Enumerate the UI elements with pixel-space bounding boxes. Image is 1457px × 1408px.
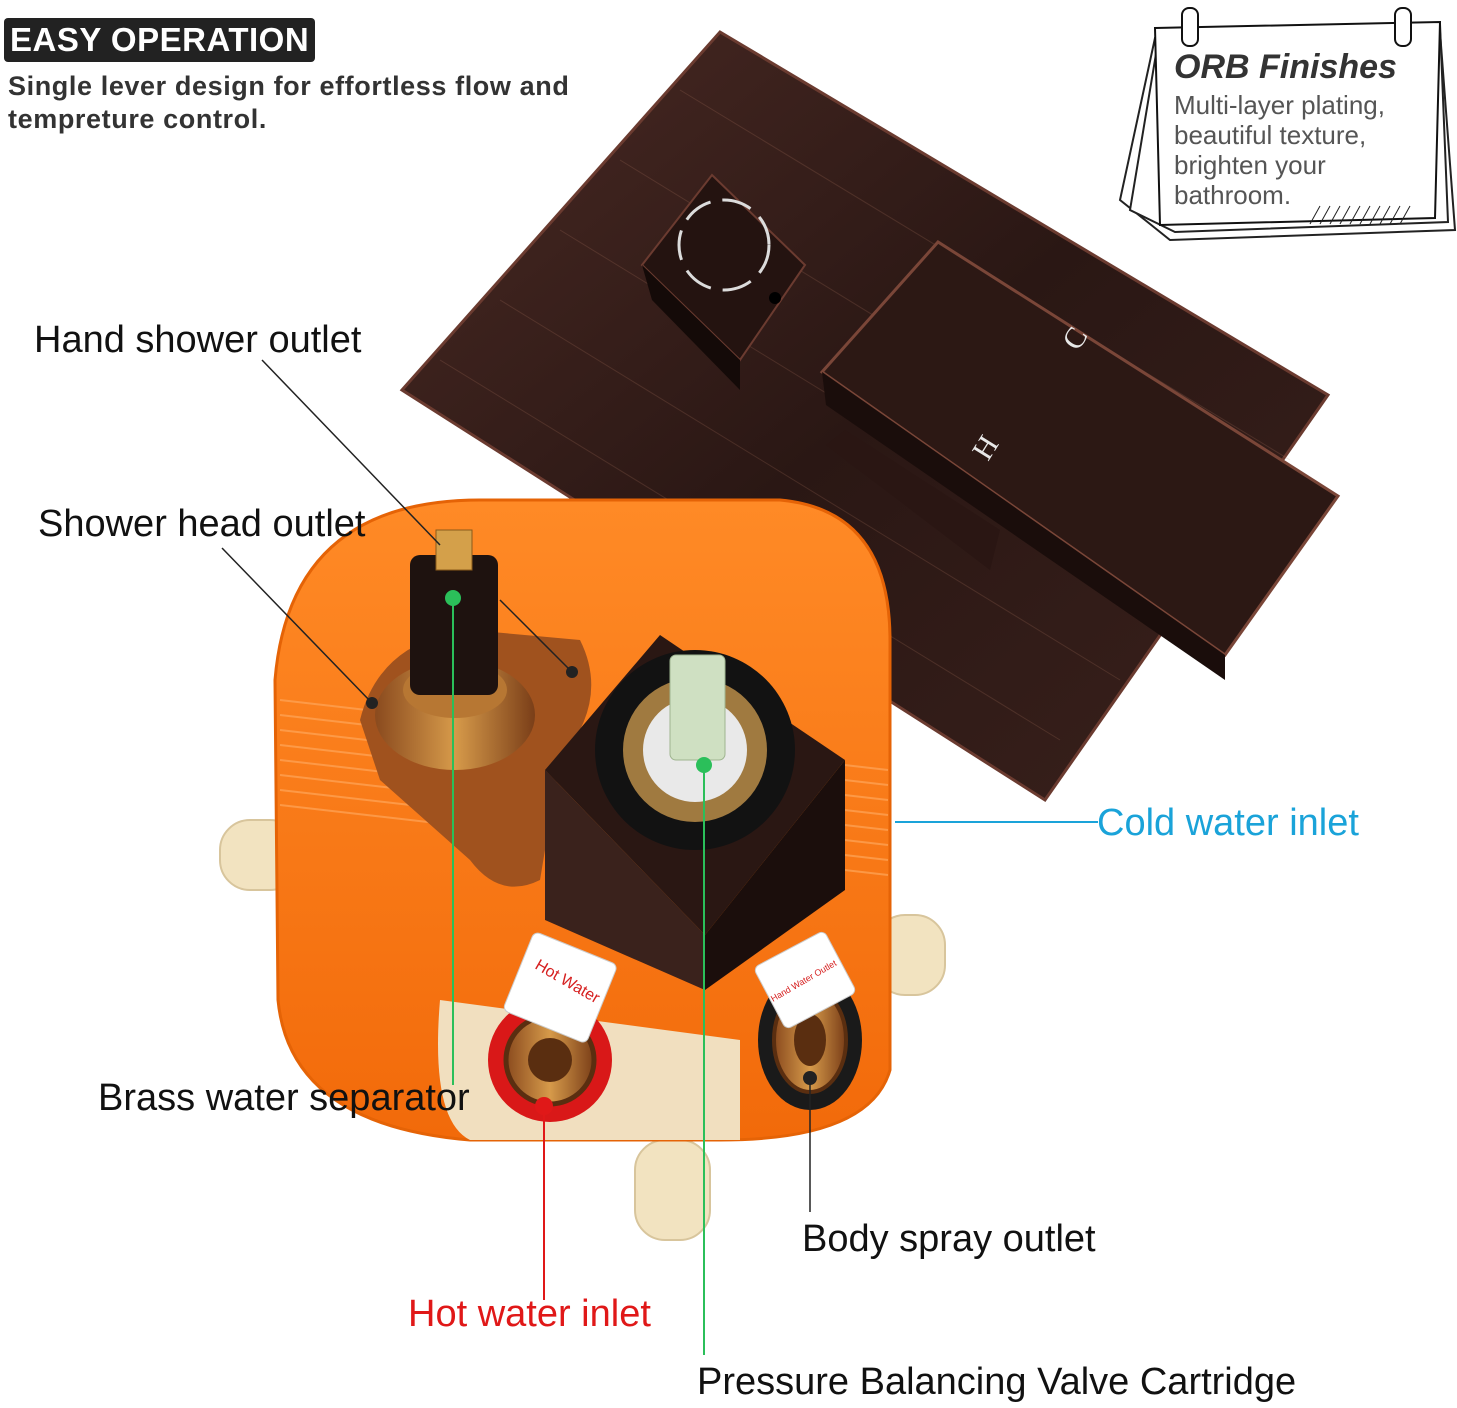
feature-badge: EASY OPERATION — [4, 18, 316, 62]
callout-body-spray-outlet: Body spray outlet — [802, 1218, 1096, 1260]
pressure-balancing-cartridge — [545, 635, 845, 990]
leader-lines — [221, 359, 1098, 1355]
diverter-knob — [640, 173, 807, 390]
callout-cold-water-inlet: Cold water inlet — [1097, 802, 1359, 844]
callout-hot-water-inlet: Hot water inlet — [408, 1293, 651, 1335]
right-paper-clip-icon — [1394, 7, 1412, 47]
lever-handle — [819, 240, 1341, 680]
paper-note — [1118, 7, 1457, 242]
note-title: ORB Finishes — [1174, 48, 1397, 86]
callout-brass-water-separator: Brass water separator — [98, 1077, 470, 1119]
feature-description: Single lever design for effortless flow … — [8, 71, 570, 134]
callout-shower-head-outlet: Shower head outlet — [38, 503, 366, 545]
left-paper-clip-icon — [1181, 7, 1199, 47]
note-body: Multi-layer plating, beautiful texture, … — [1174, 90, 1385, 210]
callout-pressure-balancing-valve-cartridge: Pressure Balancing Valve Cartridge — [697, 1361, 1297, 1403]
callout-hand-shower-outlet: Hand shower outlet — [34, 319, 362, 361]
